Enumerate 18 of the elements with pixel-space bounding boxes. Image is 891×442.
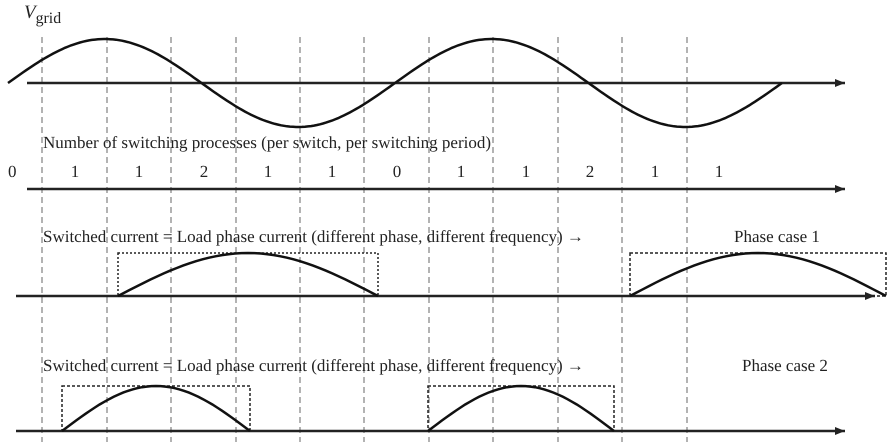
count-value: 1 bbox=[328, 163, 336, 181]
count-value: 2 bbox=[586, 163, 594, 181]
count-value: 2 bbox=[200, 163, 208, 181]
count-value: 0 bbox=[8, 163, 16, 181]
count-value: 1 bbox=[650, 163, 660, 181]
row-heading: Number of switching processes (per switch, per switching period) bbox=[43, 134, 492, 152]
row-heading: Switched current = Load phase current (different phase, different frequency) → bbox=[43, 357, 584, 375]
axis-label: V$_{grid}$ bbox=[24, 4, 62, 28]
count-value: 0 bbox=[392, 163, 402, 181]
count-value: 1 bbox=[522, 163, 530, 181]
case-label: Phase case 2 bbox=[742, 357, 828, 375]
row-heading: Switched current = Load phase current (different phase, different frequency) → bbox=[43, 228, 584, 246]
count-value: 1 bbox=[264, 163, 272, 181]
count-value: 1 bbox=[456, 163, 466, 181]
count-value: 1 bbox=[134, 163, 144, 181]
count-value: 1 bbox=[714, 163, 724, 181]
case-label: Phase case 1 bbox=[734, 228, 820, 246]
count-value: 1 bbox=[70, 163, 80, 181]
